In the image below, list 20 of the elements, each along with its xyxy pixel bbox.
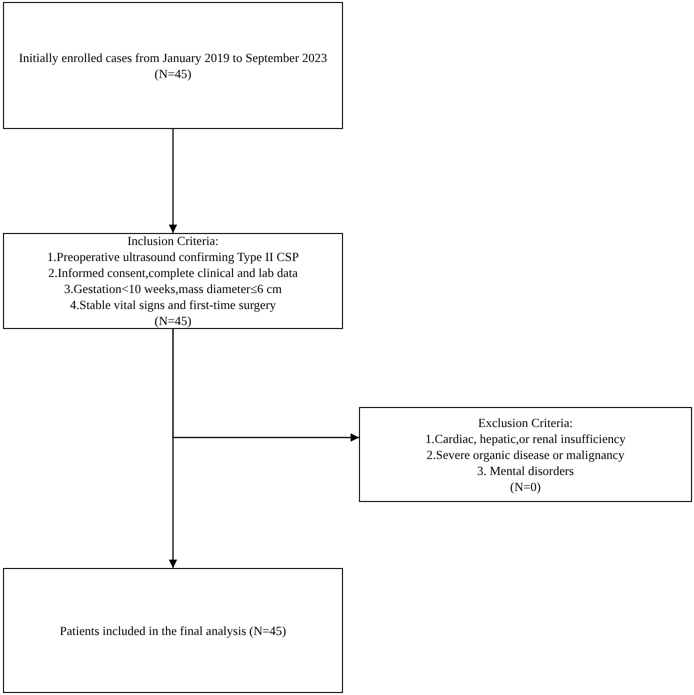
box-text: Patients included in the final analysis (N=45) (60, 622, 286, 638)
box-text: 1.Preoperative ultrasound confirming Type II CSP (47, 249, 299, 265)
box-text: 3. Mental disorders (477, 462, 574, 478)
box-text: (N=45) (154, 66, 192, 82)
box-text: 2.Informed consent,complete clinical and lab data (48, 265, 298, 281)
process-box (3, 233, 343, 329)
box-text: 2.Severe organic disease or malignancy (426, 446, 624, 462)
arrow (168, 329, 178, 568)
box-text: Inclusion Criteria: (127, 233, 219, 249)
process-box (3, 2, 343, 129)
arrow (168, 129, 178, 233)
process-box (359, 407, 692, 502)
box-text: 1.Cardiac, hepatic,or renal insufficiency (425, 430, 626, 446)
box-text: 3.Gestation<10 weeks,mass diameter≤6 cm (64, 281, 282, 297)
box-text: Exclusion Criteria: (478, 414, 573, 430)
box-text: Initially enrolled cases from January 2019 to September 2023 (18, 50, 328, 66)
process-box (3, 568, 343, 693)
box-text: (N=0) (510, 478, 541, 494)
box-text: 4.Stable vital signs and first-time surgery (70, 297, 276, 313)
box-text: (N=45) (154, 313, 192, 329)
